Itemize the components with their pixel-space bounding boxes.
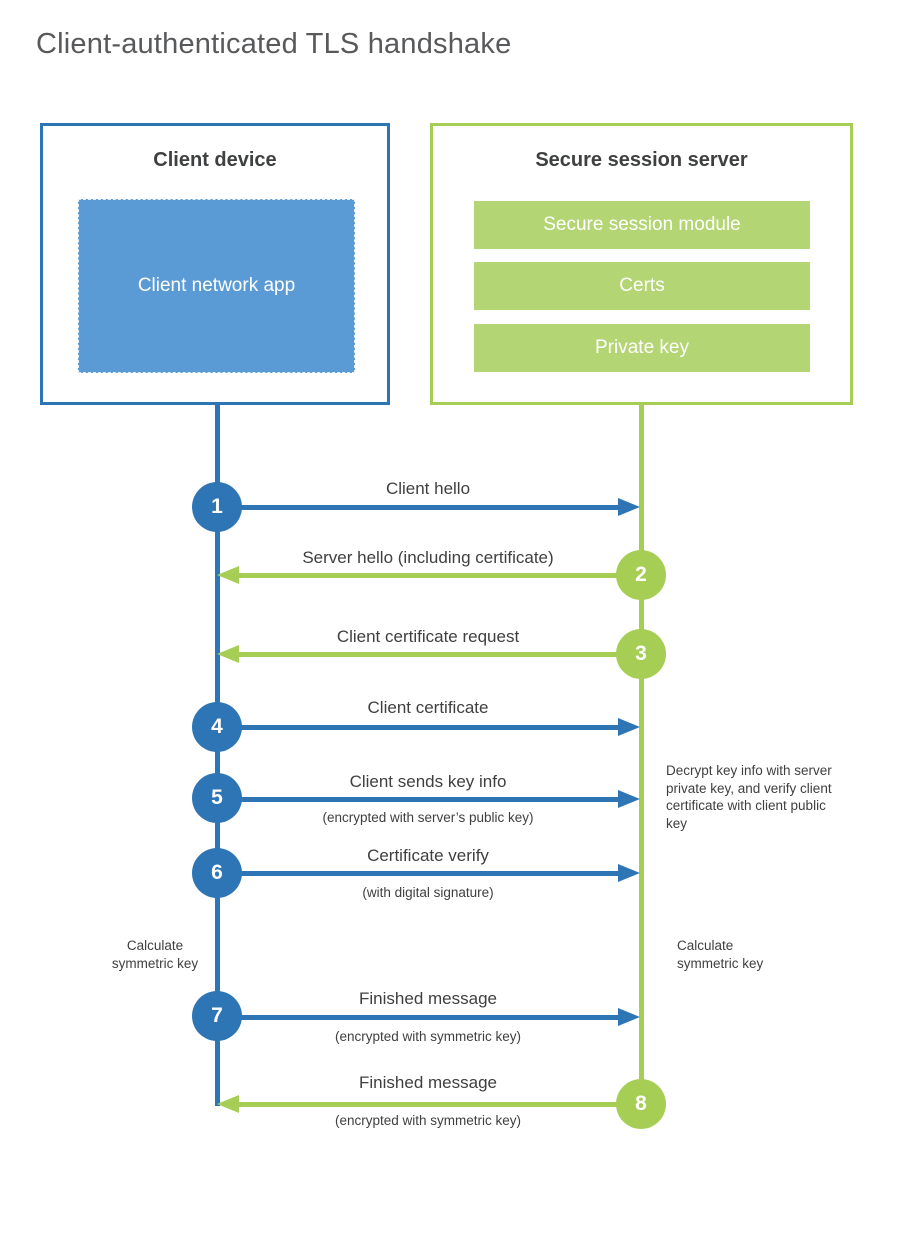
message-4-label: Client certificate [367,698,489,717]
server-decrypt-note: Decrypt key info with server private key… [666,763,832,831]
page-title: Client-authenticated TLS handshake [36,28,512,60]
arrow-right-icon [618,864,640,882]
message-7-label: Finished message [359,989,497,1008]
arrow-right-icon [618,790,640,808]
server-calculate-note: Calculate symmetric key [677,938,764,971]
message-8-sublabel: (encrypted with symmetric key) [334,1113,522,1128]
client-calculate-note: Calculate symmetric key [111,938,199,971]
message-5-arrow-line [240,797,620,802]
step-2-circle: 2 [616,550,666,600]
client-network-app-label: Client network app [137,275,296,297]
message-3-arrow-line [238,652,618,657]
server-module-certs: Certs [474,262,810,310]
message-3-label: Client certificate request [336,627,520,646]
arrow-left-icon [217,566,239,584]
message-2-arrow-line [238,573,618,578]
step-3-circle: 3 [616,629,666,679]
message-6-arrow-line [240,871,620,876]
message-1-label: Client hello [385,479,471,498]
message-8-arrow-line [238,1102,618,1107]
client-lifeline [215,403,220,1106]
client-device-title: Client device [153,149,277,171]
message-7-arrow-line [240,1015,620,1020]
arrow-left-icon [217,1095,239,1113]
client-device-box: Client device Client network app [40,123,390,405]
arrow-right-icon [618,498,640,516]
server-module-private-key: Private key [474,324,810,372]
step-1-circle: 1 [192,482,242,532]
secure-session-server-title: Secure session server [535,149,748,171]
message-4-arrow-line [240,725,620,730]
step-7-circle: 7 [192,991,242,1041]
server-module-secure-session: Secure session module [474,201,810,249]
message-1-arrow-line [240,505,620,510]
secure-session-server-box: Secure session server Secure session mod… [430,123,853,405]
arrow-right-icon [618,718,640,736]
step-6-circle: 6 [192,848,242,898]
server-lifeline [639,403,644,1106]
message-7-sublabel: (encrypted with symmetric key) [334,1029,522,1044]
arrow-left-icon [217,645,239,663]
message-5-label: Client sends key info [349,772,507,791]
message-2-label: Server hello (including certificate) [302,548,554,567]
message-8-label: Finished message [359,1073,497,1092]
message-5-sublabel: (encrypted with server’s public key) [322,810,534,825]
client-network-app-box: Client network app [78,199,355,373]
message-6-label: Certificate verify [367,846,489,865]
step-5-circle: 5 [192,773,242,823]
arrow-right-icon [618,1008,640,1026]
step-8-circle: 8 [616,1079,666,1129]
message-6-sublabel: (with digital signature) [362,885,494,900]
step-4-circle: 4 [192,702,242,752]
